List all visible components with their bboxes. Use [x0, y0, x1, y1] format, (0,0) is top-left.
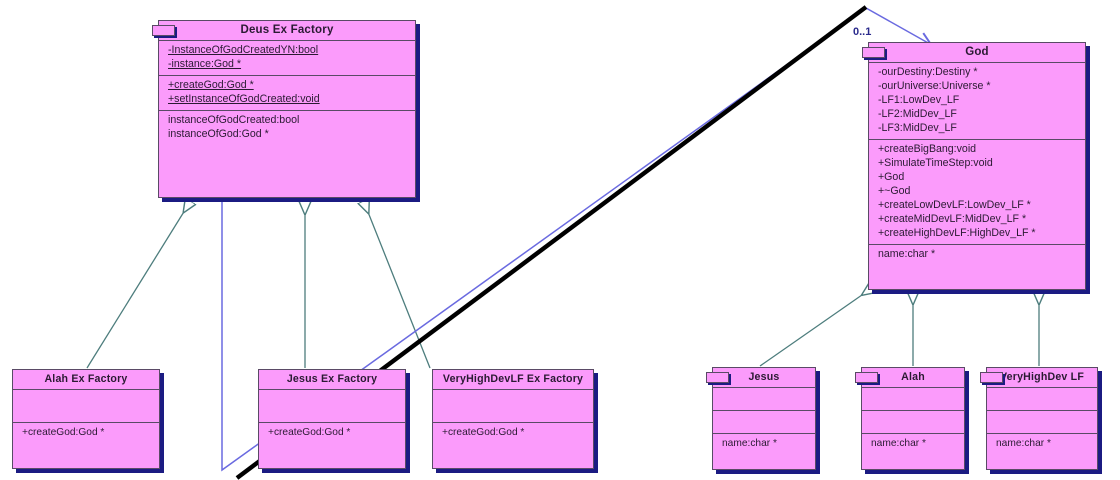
- class-member-row: +createGod:God *: [22, 426, 105, 438]
- class-member-row: +SimulateTimeStep:void: [878, 156, 993, 169]
- class-box-alah-ex-factory[interactable]: Alah Ex Factory +createGod:God *: [12, 369, 160, 469]
- class-compartment-properties: name:char *: [713, 432, 815, 469]
- class-member-row: -LF1:LowDev_LF: [878, 93, 960, 106]
- class-member-row: name:char *: [878, 247, 936, 260]
- class-compartment-operations: +createGod:God *: [433, 421, 593, 468]
- class-title: Jesus: [748, 371, 780, 383]
- class-member-row: -LF2:MidDev_LF: [878, 107, 957, 120]
- class-member-row: +~God: [878, 184, 911, 197]
- class-compartment-operations: [713, 409, 815, 433]
- class-title: Alah: [901, 371, 925, 383]
- edge-inheritance-alahexfactory-deusexfactory: [86, 202, 190, 369]
- class-compartment-operations: +createGod:God *: [259, 421, 405, 468]
- class-compartment-attributes: [433, 389, 593, 422]
- class-member-row: name:char *: [722, 437, 777, 449]
- class-compartment-properties: name:char *: [869, 243, 1085, 289]
- class-compartment-attributes: -ourDestiny:Destiny * -ourUniverse:Unive…: [869, 62, 1085, 139]
- class-member-row: +createBigBang:void: [878, 142, 977, 155]
- class-member-row: +createMidDevLF:MidDev_LF *: [878, 212, 1027, 225]
- class-title: VeryHighDev LF: [999, 371, 1085, 383]
- edge-inheritance-veryhighdevlfexfactory-deusexfactory: [364, 202, 431, 369]
- class-member-row: -instance:God *: [168, 57, 242, 70]
- class-member-row: -InstanceOfGodCreatedYN:bool: [168, 44, 319, 56]
- class-compartment-attributes: [713, 387, 815, 410]
- class-compartment-properties: name:char *: [862, 432, 964, 469]
- class-member-row: instanceOfGod:God *: [168, 127, 269, 140]
- class-member-row: name:char *: [871, 437, 926, 449]
- class-title: God: [965, 46, 989, 58]
- class-title: Deus Ex Factory: [240, 24, 334, 36]
- class-compartment-operations: [987, 409, 1097, 433]
- class-compartment-attributes: [862, 387, 964, 410]
- class-compartment-attributes: [987, 387, 1097, 410]
- class-box-jesus-ex-factory[interactable]: Jesus Ex Factory +createGod:God *: [258, 369, 406, 469]
- class-title: Jesus Ex Factory: [286, 373, 378, 385]
- class-member-row: +God: [878, 170, 905, 183]
- class-box-god[interactable]: God -ourDestiny:Destiny * -ourUniverse:U…: [862, 42, 1086, 290]
- class-tab-icon: [862, 47, 885, 58]
- class-tab-icon: [980, 372, 1003, 383]
- class-tab-icon: [855, 372, 878, 383]
- class-member-row: +createHighDevLF:HighDev_LF *: [878, 226, 1036, 239]
- class-member-row: +setInstanceOfGodCreated:void: [168, 92, 320, 105]
- class-compartment-operations: +createGod:God *: [13, 421, 159, 468]
- class-compartment-properties: instanceOfGodCreated:bool instanceOfGod:…: [159, 109, 415, 197]
- class-member-row: +createLowDevLF:LowDev_LF *: [878, 198, 1031, 211]
- class-member-row: -LF3:MidDev_LF: [878, 121, 957, 134]
- class-compartment-attributes: [259, 389, 405, 422]
- class-box-veryhighdev-lf[interactable]: VeryHighDev LF name:char *: [980, 367, 1098, 470]
- class-member-row: +createGod:God *: [168, 78, 254, 91]
- class-member-row: -ourDestiny:Destiny *: [878, 66, 978, 78]
- class-box-veryhighdevlf-ex-factory[interactable]: VeryHighDevLF Ex Factory +createGod:God …: [432, 369, 594, 469]
- class-compartment-operations: +createBigBang:void +SimulateTimeStep:vo…: [869, 138, 1085, 244]
- class-box-deus-ex-factory[interactable]: Deus Ex Factory -InstanceOfGodCreatedYN:…: [152, 20, 416, 198]
- class-member-row: +createGod:God *: [442, 426, 525, 438]
- class-compartment-attributes: [13, 389, 159, 422]
- class-member-row: name:char *: [996, 437, 1051, 449]
- edge-inheritance-jesus-god: [759, 288, 872, 367]
- class-member-row: +createGod:God *: [268, 426, 351, 438]
- class-box-alah[interactable]: Alah name:char *: [855, 367, 965, 470]
- class-title: VeryHighDevLF Ex Factory: [442, 373, 584, 385]
- class-box-jesus[interactable]: Jesus name:char *: [706, 367, 816, 470]
- class-compartment-properties: name:char *: [987, 432, 1097, 469]
- class-member-row: -ourUniverse:Universe *: [878, 79, 991, 92]
- class-member-row: instanceOfGodCreated:bool: [168, 113, 300, 126]
- class-compartment-operations: [862, 409, 964, 433]
- association-multiplicity-label: 0..1: [853, 26, 872, 38]
- class-tab-icon: [152, 25, 175, 36]
- class-compartment-operations: +createGod:God * +setInstanceOfGodCreate…: [159, 74, 415, 110]
- class-title: Alah Ex Factory: [44, 373, 128, 385]
- class-tab-icon: [706, 372, 729, 383]
- class-compartment-attributes: -InstanceOfGodCreatedYN:bool -instance:G…: [159, 40, 415, 75]
